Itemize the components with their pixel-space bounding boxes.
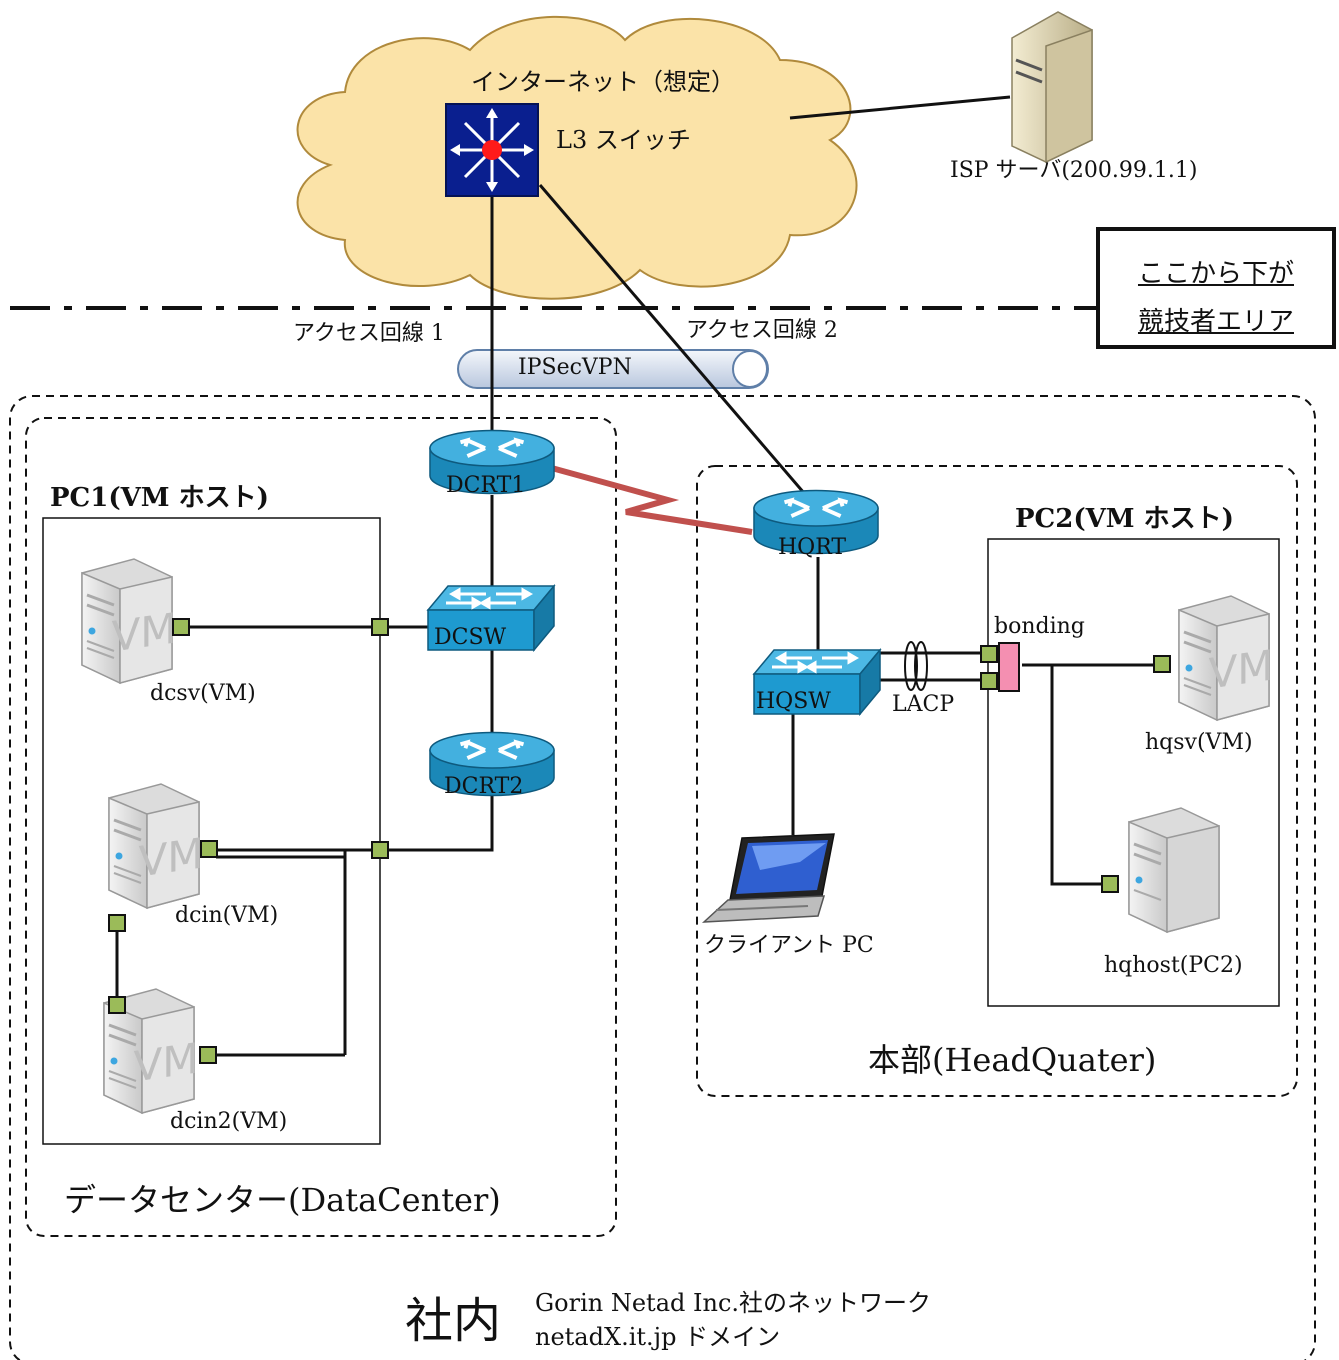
dcin-label: dcin(VM): [175, 903, 279, 928]
dcin2-label: dcin2(VM): [170, 1109, 288, 1134]
zone-note-line2: 競技者エリア: [1137, 307, 1294, 337]
zone-note-box: ここから下が 競技者エリア: [1096, 227, 1336, 349]
dcsw-label: DCSW: [434, 625, 507, 650]
port-pc1-top: [371, 618, 389, 636]
port-dcin2: [199, 1046, 217, 1064]
pc1-host-box: [42, 517, 381, 1145]
dcsv-server-icon: [80, 557, 178, 685]
ports: [108, 618, 1171, 1064]
port-pc2-bond-1: [980, 645, 998, 663]
lacp-label: LACP: [892, 692, 955, 717]
port-pc1-bottom: [371, 841, 389, 859]
port-dcsv: [172, 618, 190, 636]
vpn-label: IPSecVPN: [518, 355, 632, 380]
client-laptop-icon: [701, 833, 835, 923]
pc2-host-box: [987, 538, 1280, 1007]
dcin-server-icon: [107, 782, 205, 910]
pc2-host-label: PC2(VM ホスト): [1015, 504, 1234, 534]
headquarter-boundary: [696, 465, 1298, 1097]
hqrt-label: HQRT: [778, 535, 847, 560]
hqsv-label: hqsv(VM): [1145, 730, 1253, 755]
l3-switch-icon: [445, 103, 539, 197]
port-hqsv: [1153, 655, 1171, 673]
port-dcin: [200, 840, 218, 858]
hqsv-server-icon: [1177, 594, 1275, 722]
l3-switch-label: L3 スイッチ: [556, 126, 691, 154]
dcrt1-label: DCRT1: [446, 473, 526, 498]
internet-cloud-label: インターネット（想定）: [471, 68, 735, 96]
bonding-label: bonding: [994, 614, 1085, 639]
hqhost-label: hqhost(PC2): [1104, 953, 1243, 978]
company-network-line2: netadX.it.jp ドメイン: [535, 1323, 781, 1351]
datacenter-label: データセンター(DataCenter): [64, 1181, 501, 1219]
company-boundary: [9, 395, 1316, 1360]
hqhost-server-icon: [1127, 806, 1221, 934]
network-links: [115, 95, 1158, 1057]
headquarter-label: 本部(HeadQuater): [868, 1041, 1157, 1079]
access-line-1-label: アクセス回線 1: [293, 321, 445, 346]
internet-cloud: [296, 15, 858, 300]
access-line-2-label: アクセス回線 2: [686, 318, 838, 343]
serial-link: [547, 464, 753, 535]
port-pc2-bond-2: [980, 672, 998, 690]
lacp-bundle: [904, 641, 928, 691]
isp-server-icon: [1011, 11, 1093, 164]
datacenter-boundary: [25, 417, 617, 1237]
company-network-line1: Gorin Netad Inc.社のネットワーク: [535, 1289, 932, 1317]
port-dcin2-top: [108, 996, 126, 1014]
pc1-host-label: PC1(VM ホスト): [50, 483, 269, 513]
bonding-interface: [998, 642, 1020, 692]
company-label: 社内: [405, 1293, 502, 1349]
client-pc-label: クライアント PC: [704, 933, 874, 958]
zone-note-line1: ここから下が: [1137, 259, 1294, 289]
hqsw-label: HQSW: [756, 689, 831, 714]
isp-server-label: ISP サーバ(200.99.1.1): [950, 158, 1198, 183]
dcrt2-label: DCRT2: [444, 774, 524, 799]
port-dcin-bottom: [108, 914, 126, 932]
port-hqhost: [1101, 875, 1119, 893]
dcsv-label: dcsv(VM): [150, 681, 256, 706]
